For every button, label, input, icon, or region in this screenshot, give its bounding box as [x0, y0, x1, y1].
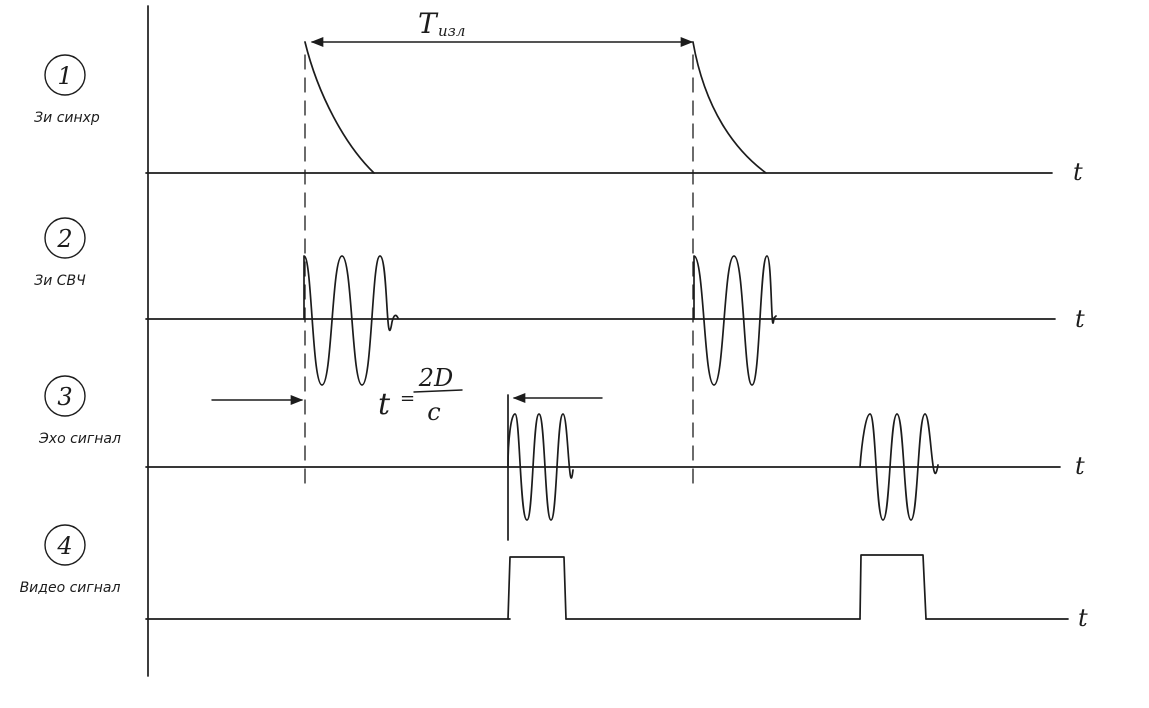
row-2-circle [44, 217, 86, 259]
delay-formula-eq: = [400, 388, 415, 409]
mw-burst-2 [693, 255, 777, 386]
row-3-circle [44, 375, 86, 417]
mw-burst-1 [303, 255, 399, 386]
row-2-number: 2 [56, 225, 72, 253]
row-1-circle [44, 54, 86, 96]
row-3-label: Эхо сигнал [38, 431, 121, 447]
sync-pulse-1 [304, 41, 375, 174]
echo-burst-2 [859, 413, 939, 521]
video-pulse-1 [507, 556, 567, 620]
sync-pulse-2 [692, 41, 767, 174]
video-pulse-2 [859, 554, 927, 620]
row-1-label: Зи синхр [34, 110, 100, 126]
delay-formula-numerator: 2D [418, 364, 454, 392]
row-3-number: 3 [57, 383, 72, 411]
delay-formula-denominator: c [427, 398, 440, 426]
delay-formula-fraction-bar [413, 389, 463, 393]
row-4-circle [44, 524, 86, 566]
axis-t-2: t [1075, 305, 1085, 333]
axis-t-1: t [1073, 158, 1083, 186]
period-label-sub: изл [438, 22, 465, 40]
axis-t-3: t [1075, 452, 1085, 480]
row-2-label: Зи СВЧ [34, 273, 86, 289]
delay-formula-lhs: t [378, 387, 391, 422]
echo-burst-1 [507, 413, 574, 521]
row-1-number: 1 [57, 62, 72, 90]
row-4-label: Видео сигнал [20, 580, 121, 596]
period-label-main: T [418, 7, 439, 40]
axis-t-4: t [1078, 604, 1088, 632]
row-4-number: 4 [56, 532, 72, 560]
